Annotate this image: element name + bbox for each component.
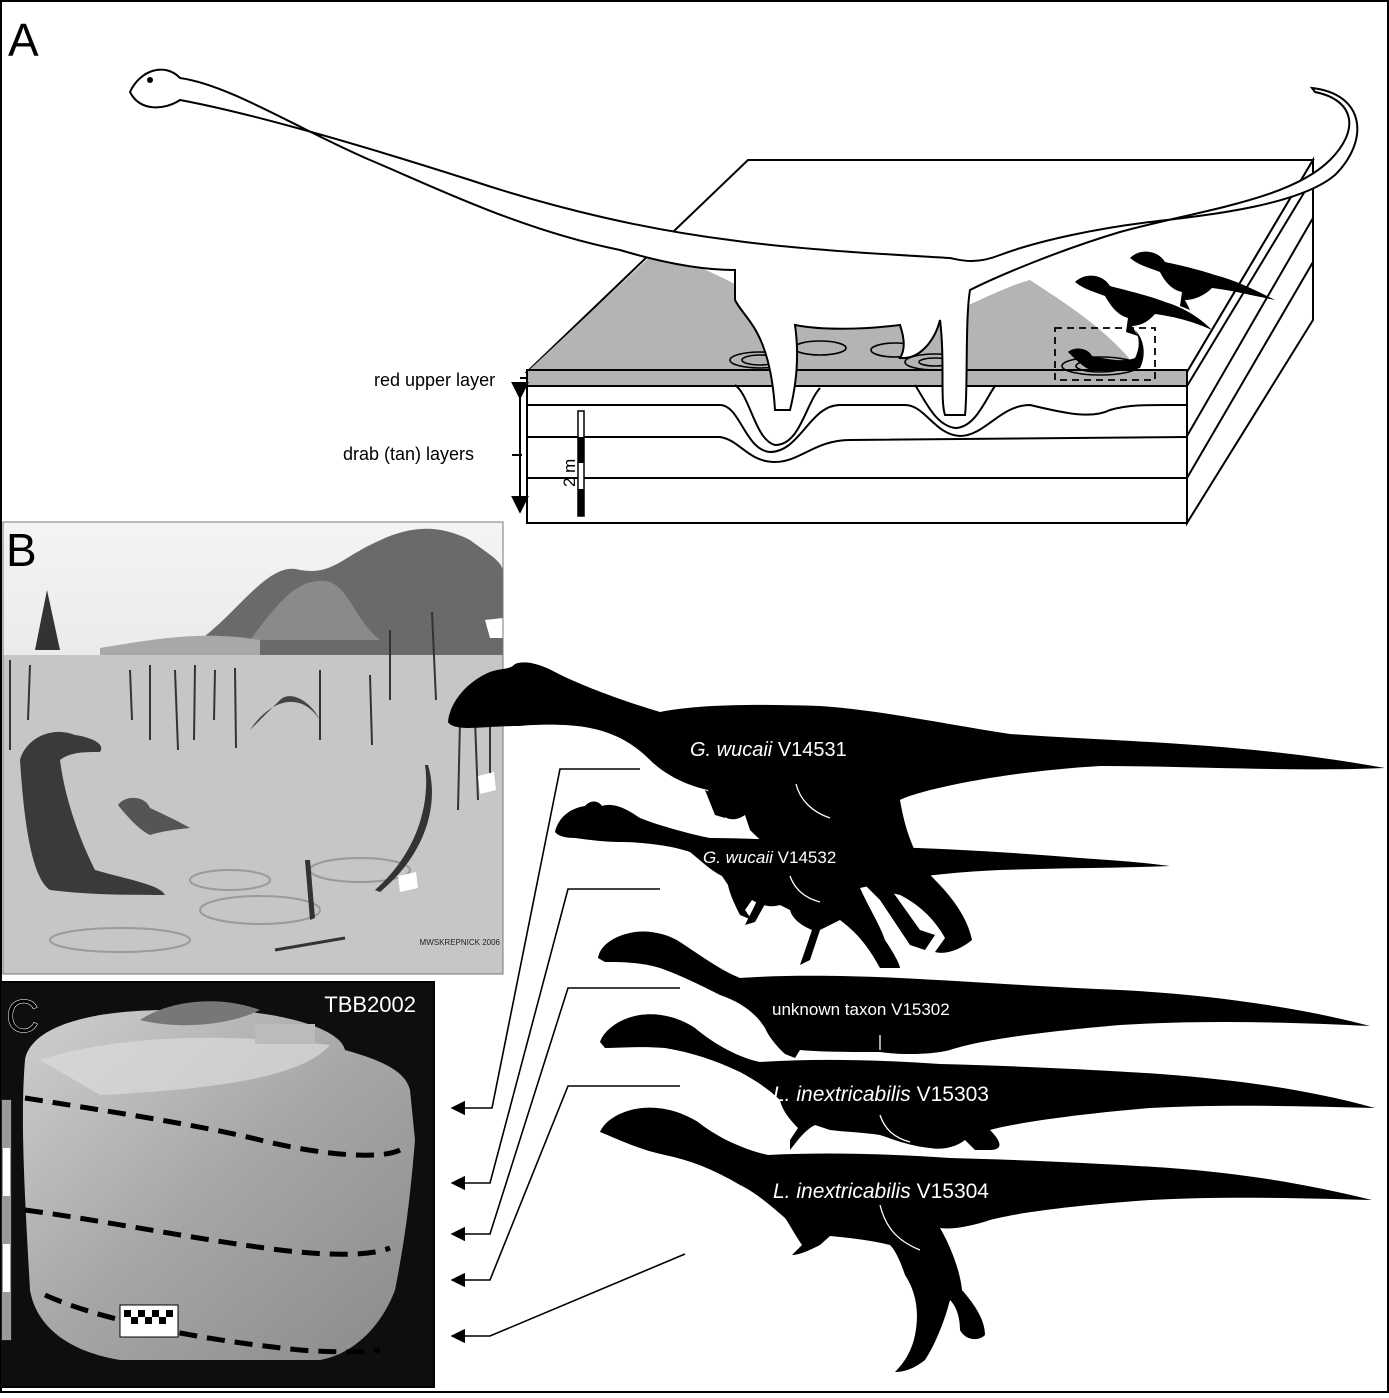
panel-letter-b: B [6,524,37,576]
specimen-label-tbb2002: TBB2002 [324,992,416,1017]
silhouette-v15303: L. inextricabilis V15303 [600,1014,1375,1150]
panel-b-illustration: MWSKREPNICK 2006 B [2,521,504,975]
panel-c-photo: TBB2002 C [0,981,435,1388]
label-v14532: G. wucaii V14532 [703,848,836,867]
block-front-face [526,385,1188,524]
panel-a: A [8,14,1359,527]
sauropod-outline [128,68,1359,416]
scale-bar: 2 m [560,410,585,517]
trapped-dinosaur-2 [118,797,190,835]
label-v15304: L. inextricabilis V15304 [773,1180,989,1203]
front-strata-lines [527,403,1188,479]
stained-surface [527,252,1140,372]
block-side-face [1186,156,1314,527]
small-theropod-silhouettes [1068,251,1275,372]
panel-letter-a: A [8,14,39,66]
label-v15302: unknown taxon V15302 [772,1000,950,1019]
inset-box-dashed [1054,327,1156,381]
layer-boundaries [24,1095,402,1355]
label-v15303: L. inextricabilis V15303 [773,1083,989,1106]
label-v14531: G. wucaii V14531 [690,739,847,761]
red-upper-layer-band [526,369,1188,387]
label-red-upper-layer: red upper layer [374,370,495,390]
silhouette-v14532: G. wucaii V14532 [555,801,1170,968]
photo-scale-strip [1,1099,12,1341]
silhouette-v15304: L. inextricabilis V15304 [600,1107,1372,1372]
reeds [9,611,491,811]
rock-block-tbb2002 [22,1009,416,1360]
label-drab-layers: drab (tan) layers [343,444,474,464]
artist-signature: MWSKREPNICK 2006 [420,938,501,947]
trapped-dinosaur-1 [20,731,165,895]
side-strata-lines [1186,177,1314,479]
silhouette-v14531: G. wucaii V14531 [448,662,1385,953]
scale-card [119,1304,179,1338]
leader-lines [450,768,686,1344]
panel-letter-c: C [6,990,39,1042]
silhouette-v15302: unknown taxon V15302 [598,931,1370,1058]
mudflat-ground [3,655,503,974]
scale-label: 2 m [560,459,579,487]
